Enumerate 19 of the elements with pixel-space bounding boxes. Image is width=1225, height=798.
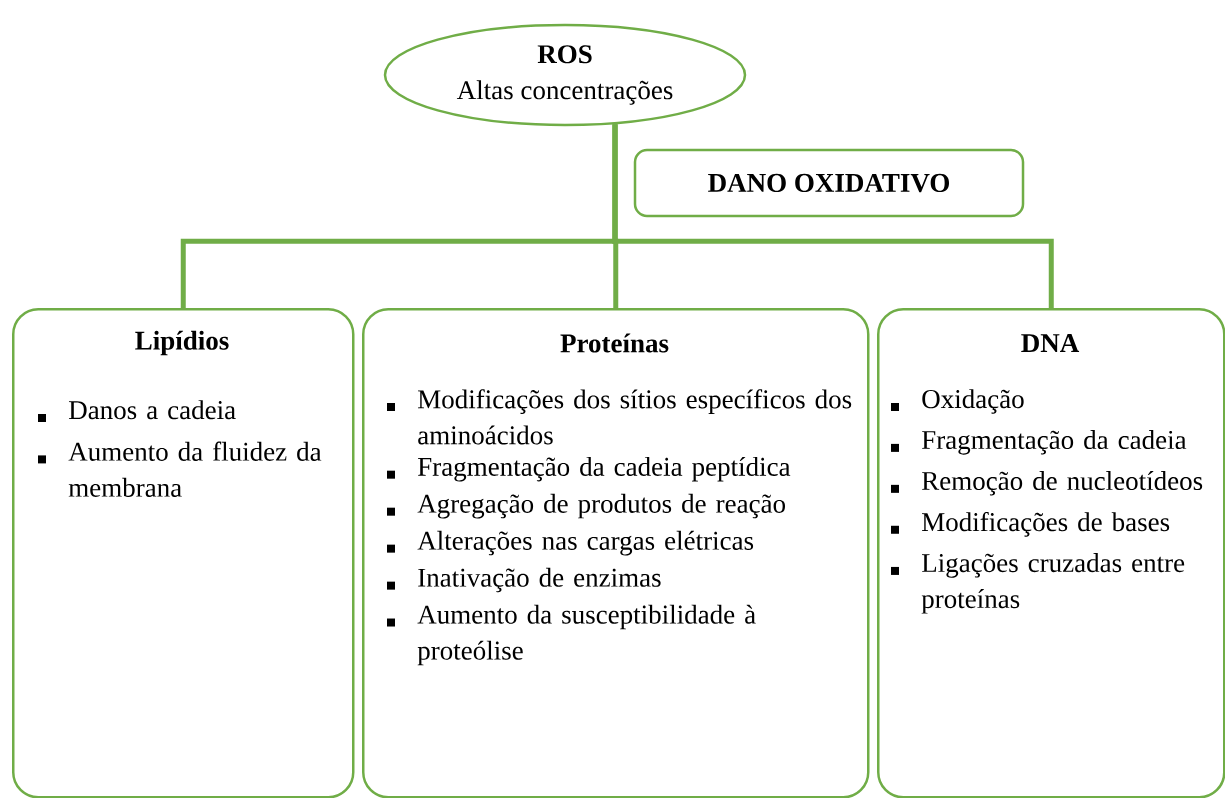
list-item: Fragmentação da cadeia peptídica [418,456,791,482]
list-item: Remoção de nucleotídeos [922,471,1203,496]
list-item: Modificações de bases [922,511,1170,537]
box-heading: DNA [1021,334,1080,352]
ellipse-node: ROS Altas concentrações [383,23,747,127]
list-item: Ligações cruzadas entre proteínas [921,553,1185,614]
list-item: Modificações dos sítios específicos dos aminoácidos [418,389,852,445]
list-item: Danos a cadeia [69,400,236,420]
connector-line [612,124,1054,308]
list-item: Alterações nas cargas elétricas [417,530,754,556]
box-heading: Proteínas [560,333,669,353]
list-item: Aumento da susceptibilidade à proteólise [417,604,756,666]
list-item: Oxidação [922,389,1024,414]
list-item: Aumento da fluidez da membrana [68,441,322,497]
list-item: Agregação de produtos de reação [417,493,785,519]
label-box: DANO OXIDATIVO [633,148,1025,218]
list-item: Fragmentação da cadeia [922,430,1187,455]
list-item: Inativação de enzimas [418,567,661,593]
box-heading: Lipídios [135,330,229,356]
